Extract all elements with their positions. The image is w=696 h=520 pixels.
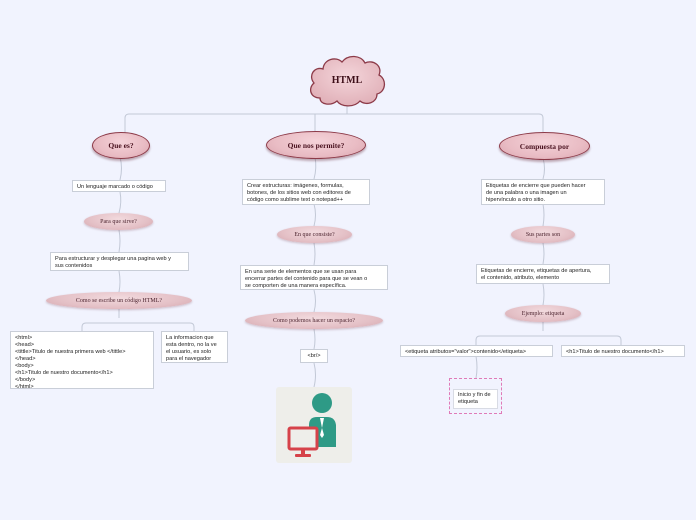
subtopic-para-que-sirve[interactable]: Para que sirve? xyxy=(84,213,153,230)
subtopic-ejemplo-etiqueta[interactable]: Ejemplo: etiqueta xyxy=(505,305,581,322)
root-title[interactable]: HTML xyxy=(331,74,363,86)
subtopic-espacio[interactable]: Como podemos hacer un espacio? xyxy=(245,312,383,329)
html-code-box[interactable]: <html> <head> <tittle>Titulo de nuestra … xyxy=(10,331,154,390)
person-at-computer-icon xyxy=(276,387,352,463)
definition-box[interactable]: Un lenguaje marcado o código xyxy=(72,180,166,192)
start-end-label[interactable]: Inicio y fin de etiqueta xyxy=(453,389,498,409)
structures-box[interactable]: Crear estructuras: imágenes, formulas, b… xyxy=(242,179,370,205)
purpose-box[interactable]: Para estructurar y desplegar una pagina … xyxy=(50,252,189,271)
subtopic-como-se-escribe[interactable]: Como se escribe un código HTML? xyxy=(46,292,192,309)
start-end-label-frame: Inicio y fin de etiqueta xyxy=(449,378,502,414)
branch-compuesta-por[interactable]: Compuesta por xyxy=(499,132,590,160)
closing-tags-box[interactable]: Etiquetas de encierre que pueden hacer d… xyxy=(481,179,605,205)
example-h1-box[interactable]: <h1>Titulo de nuestro documento</h1> xyxy=(561,345,685,357)
navigator-note-box[interactable]: La informacion que esta dentro, no la ve… xyxy=(161,331,228,363)
root-cloud-shape xyxy=(309,55,386,107)
subtopic-en-que-consiste[interactable]: En que consiste? xyxy=(277,226,352,243)
branch-que-es[interactable]: Que es? xyxy=(92,132,150,159)
branch-que-nos-permite[interactable]: Que nos permite? xyxy=(266,131,366,159)
elements-box[interactable]: En una serie de elementos que se usan pa… xyxy=(240,265,388,290)
parts-box[interactable]: Etiquetas de encierre, etiquetas de aper… xyxy=(476,264,610,284)
example-tag-box[interactable]: <etiqueta atributos="valor">contenido</e… xyxy=(400,345,553,357)
subtopic-sus-partes[interactable]: Sus partes son xyxy=(511,226,575,243)
br-tag-box[interactable]: <br/> xyxy=(300,349,328,363)
